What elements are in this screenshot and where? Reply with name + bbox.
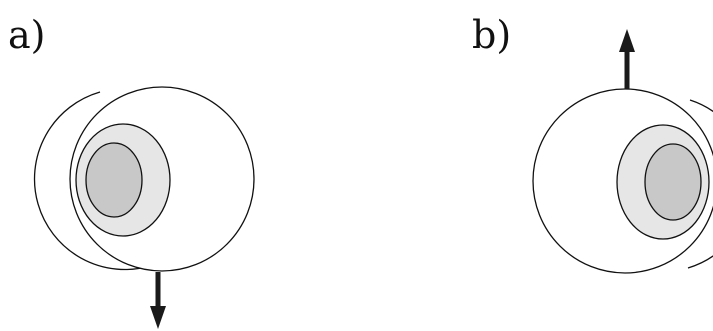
panel-a-trailing-arc xyxy=(33,91,151,271)
panel-b: b) xyxy=(472,13,713,274)
panel-a-label: a) xyxy=(8,13,45,57)
panel-b-inner-ellipse xyxy=(644,143,702,221)
panel-a-inner-ellipse xyxy=(85,142,143,218)
panel-a: a) xyxy=(8,13,255,329)
panel-b-arrowhead-icon xyxy=(619,29,635,52)
panel-a-arrowhead-icon xyxy=(150,306,166,329)
panel-b-label: b) xyxy=(472,13,511,57)
